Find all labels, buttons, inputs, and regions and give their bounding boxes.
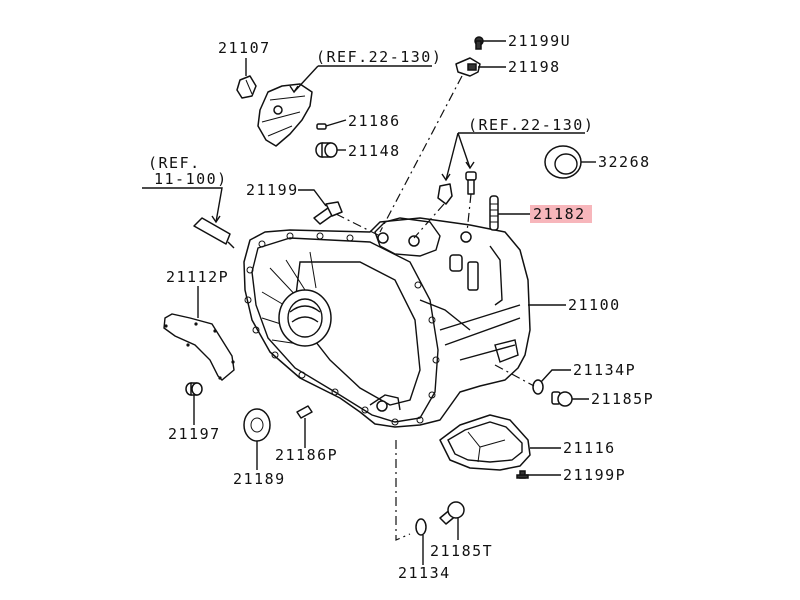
bushing-icon[interactable] (315, 142, 338, 158)
reference-label: 21107 (218, 39, 271, 57)
dowel-icon[interactable] (185, 382, 203, 396)
part-label-21189[interactable]: 21189 (233, 470, 286, 488)
part-label-21186[interactable]: 21186 (348, 112, 401, 130)
part-label-21116[interactable]: 21116 (563, 439, 616, 457)
part-label-21197[interactable]: 21197 (168, 425, 221, 443)
part-label-21199[interactable]: 21199 (246, 181, 299, 199)
pin-icon[interactable] (316, 123, 327, 130)
drain-plug-icon[interactable] (551, 391, 573, 407)
reference-label-top[interactable]: (REF.22-130) (316, 48, 442, 66)
part-label-21112p[interactable]: 21112P (166, 268, 229, 286)
leader-lines (142, 40, 596, 565)
pin-icon[interactable] (296, 405, 313, 419)
washer-icon[interactable] (415, 518, 427, 536)
part-label-32268[interactable]: 32268 (598, 153, 651, 171)
seal-plate-icon[interactable] (243, 408, 271, 442)
part-label-21148[interactable]: 21148 (348, 142, 401, 160)
shift-control-assembly-icon[interactable] (257, 83, 313, 147)
reference-label-left-line1[interactable]: (REF. (148, 154, 201, 172)
part-labels: 21107 (REF.22-130) 21199U 21198 21186 21… (148, 32, 654, 582)
transaxle-case-icon[interactable] (243, 217, 531, 428)
highlight-box (530, 205, 592, 223)
plug-icon[interactable] (236, 75, 257, 99)
cover-icon[interactable] (439, 414, 531, 471)
part-label-21100[interactable]: 21100 (568, 296, 621, 314)
plug-icon[interactable] (439, 501, 465, 525)
part-label-21198[interactable]: 21198 (508, 58, 561, 76)
bolt-icon[interactable] (474, 36, 484, 50)
bracket-icon[interactable] (455, 57, 481, 77)
part-label-21134p[interactable]: 21134P (573, 361, 636, 379)
stud-icon[interactable] (489, 195, 499, 231)
reference-label-mid[interactable]: (REF.22-130) (468, 116, 594, 134)
part-label-21185t[interactable]: 21185T (430, 542, 493, 560)
part-label-21182[interactable]: 21182 (533, 205, 586, 223)
part-label-21199u[interactable]: 21199U (508, 32, 571, 50)
bolt-icon[interactable] (516, 470, 529, 479)
reference-label-left-line2[interactable]: 11-100) (154, 170, 228, 188)
bolt-icon[interactable] (437, 171, 477, 205)
part-label-21134[interactable]: 21134 (398, 564, 451, 582)
part-label-21186p[interactable]: 21186P (275, 446, 338, 464)
part-label-21199p[interactable]: 21199P (563, 466, 626, 484)
part-label-21185p[interactable]: 21185P (591, 390, 654, 408)
oil-seal-icon[interactable] (544, 145, 582, 179)
washer-icon[interactable] (532, 379, 544, 395)
bolt-icon[interactable] (313, 201, 343, 225)
gasket-icon[interactable] (163, 313, 235, 381)
sealant-tube-icon[interactable] (193, 217, 235, 249)
part-label-21107[interactable]: 21107 (218, 39, 271, 57)
